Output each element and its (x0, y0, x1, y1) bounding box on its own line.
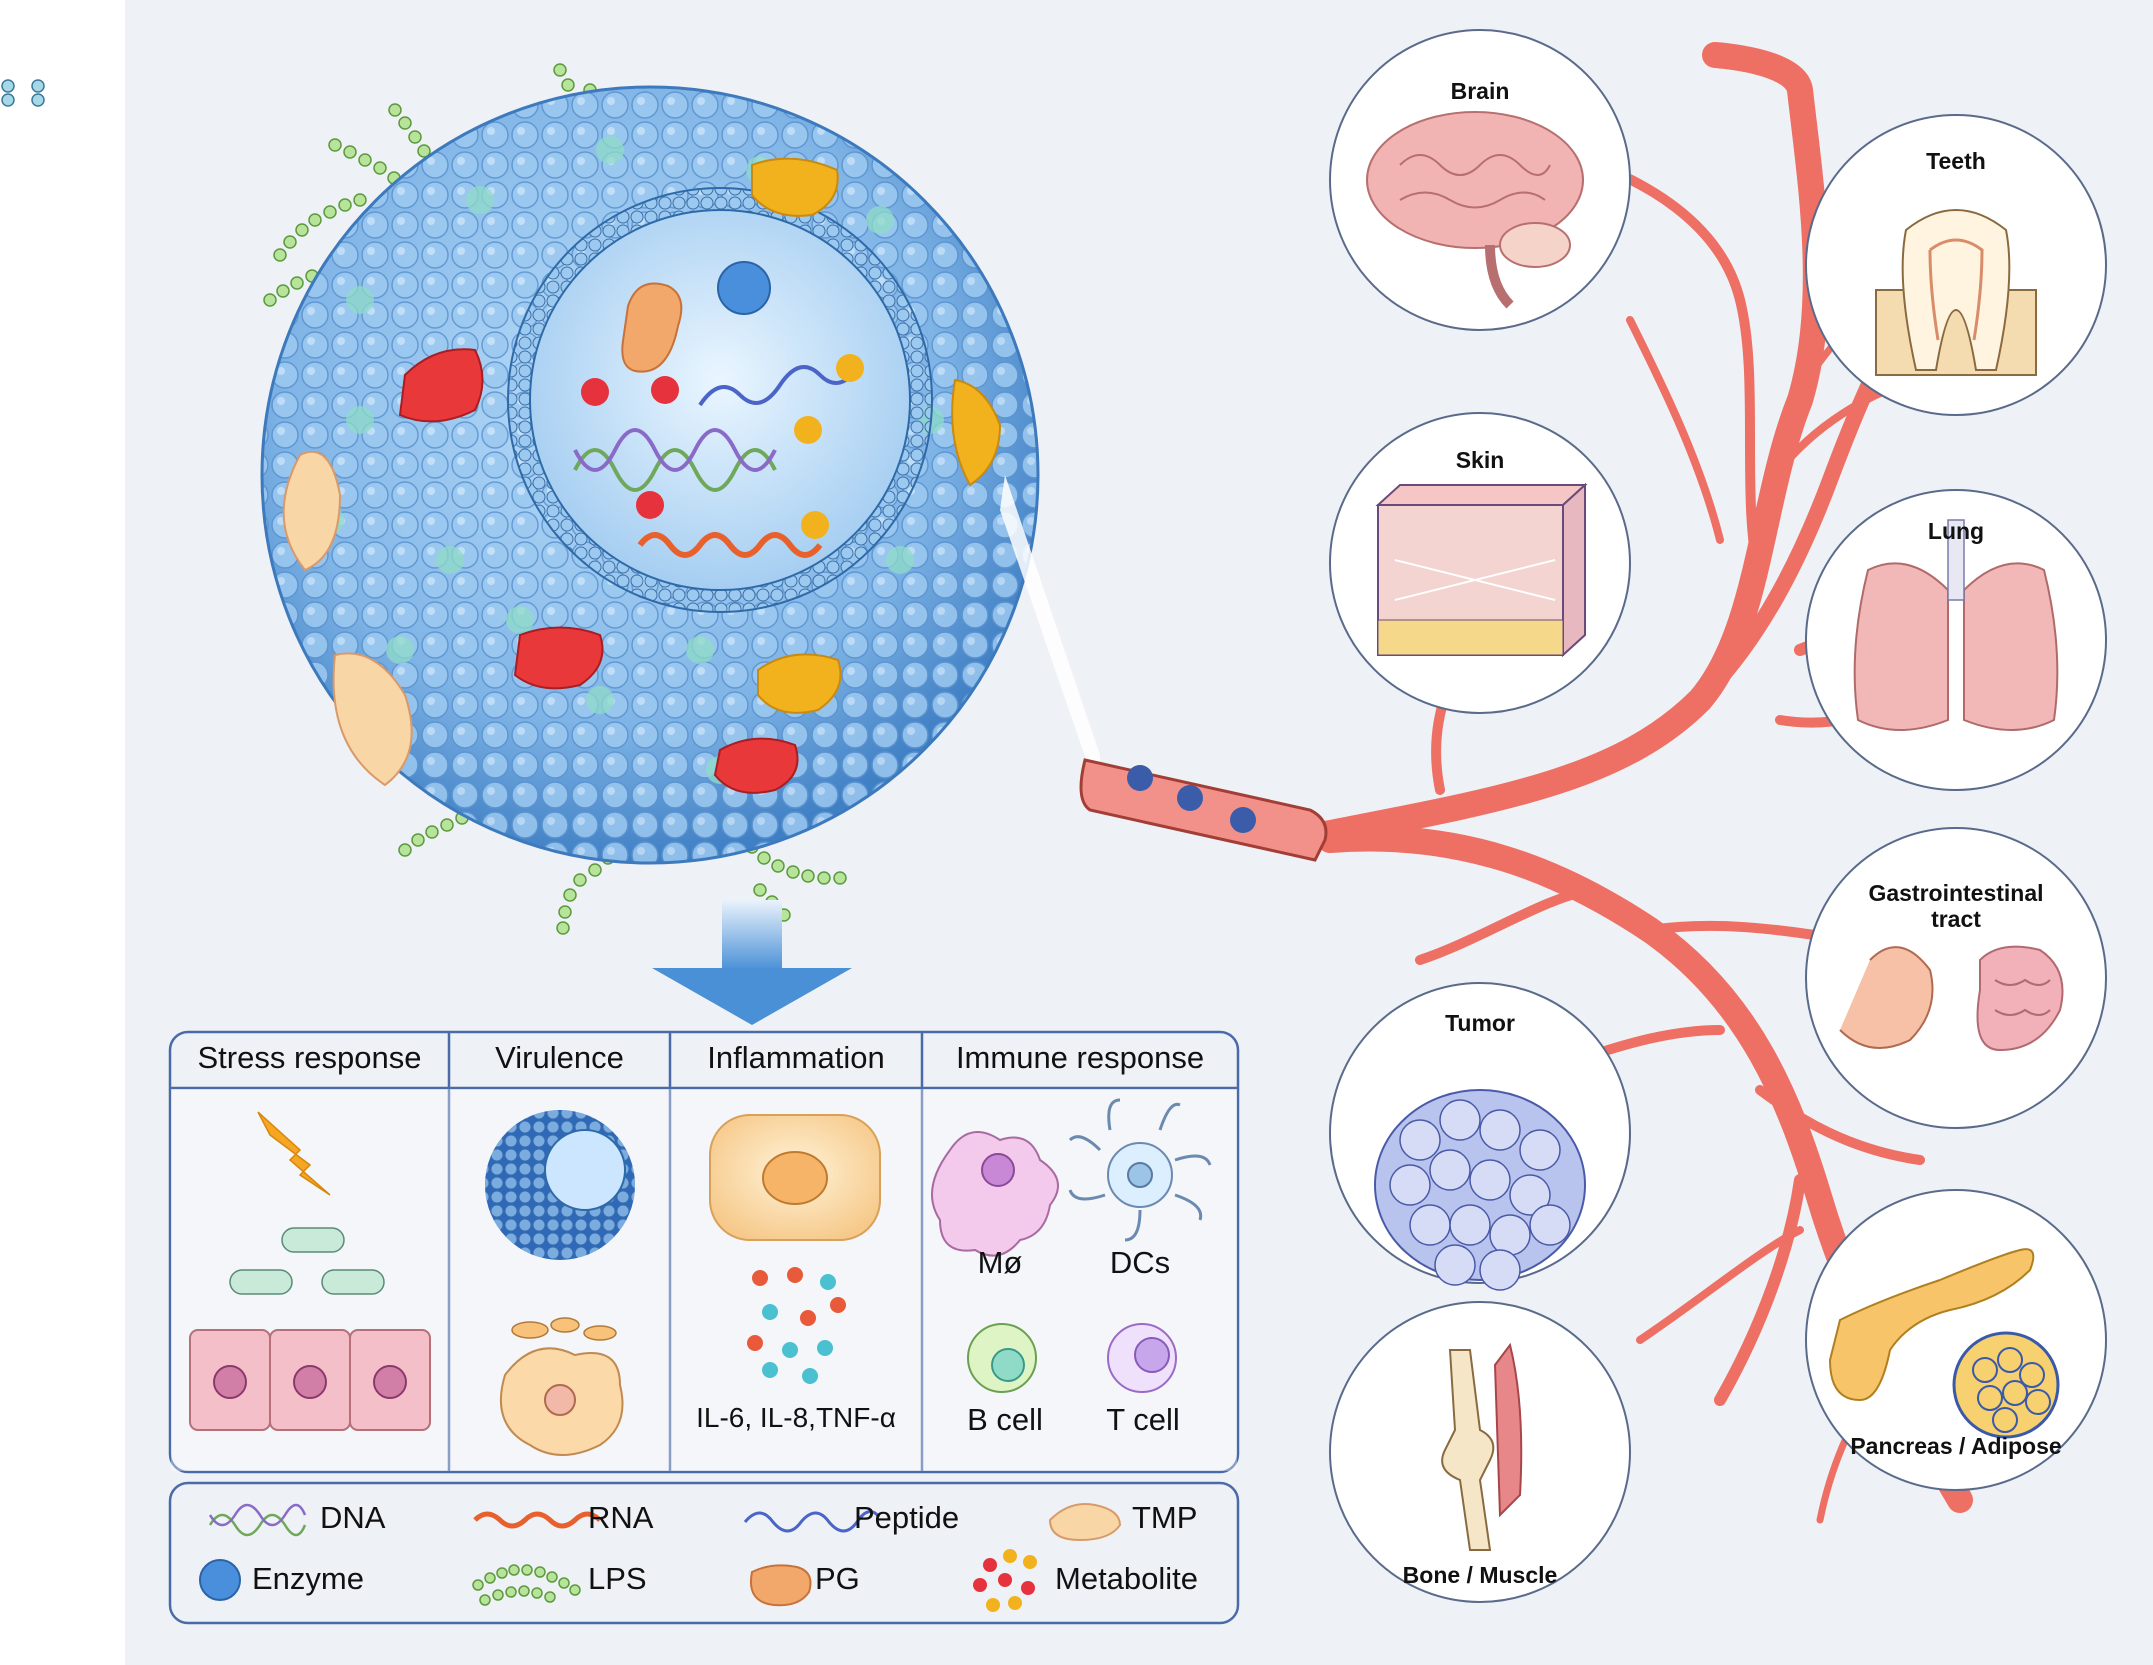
down-arrow (652, 900, 852, 1025)
stress-art (189, 1111, 431, 1431)
legend-pg-icon (750, 1564, 812, 1607)
lung-label: Lung (1927, 518, 1985, 544)
legend-tmp-label: TMP (1132, 1500, 1198, 1535)
legend-icons (199, 1503, 1122, 1612)
corner-icon (1, 79, 45, 107)
metabolites (581, 354, 864, 539)
immune-art (931, 1098, 1212, 1393)
gi-circle (1805, 827, 2107, 1129)
legend-pg-label: PG (815, 1561, 860, 1596)
legend-lps-label: LPS (588, 1561, 647, 1596)
teeth-art (1875, 209, 2037, 376)
vessel-segment (1079, 758, 1328, 862)
header-virulence: Virulence (495, 1040, 624, 1075)
legend-lps-icon (472, 1564, 581, 1606)
inflammation-art (709, 1114, 881, 1384)
legend-metabolite-label: Metabolite (1055, 1561, 1199, 1596)
peptide-shape (698, 363, 862, 407)
virulence-art (485, 1110, 635, 1456)
pancreas-adipose-label: Pancreas / Adipose (1850, 1433, 2062, 1459)
skin-label: Skin (1455, 447, 1505, 473)
zoom-cone (1000, 475, 1100, 800)
header-stress-response: Stress response (197, 1040, 422, 1075)
legend-tmp-icon (1048, 1503, 1122, 1542)
gi-label-line1: Gastrointestinal (1868, 880, 2044, 906)
skin-art (1375, 482, 1588, 658)
macrophage-label: Mø (977, 1245, 1023, 1280)
legend-enzyme-label: Enzyme (252, 1561, 364, 1596)
teeth-label: Teeth (1926, 148, 1986, 174)
lung-art (1853, 519, 2059, 731)
brain-label: Brain (1450, 78, 1510, 104)
dc-label: DCs (1109, 1245, 1171, 1280)
rna-shape (637, 532, 823, 558)
legend-dna-icon (208, 1503, 307, 1537)
t-cell-label: T cell (1106, 1402, 1180, 1437)
header-immune-response: Immune response (955, 1040, 1205, 1075)
legend-dna-label: DNA (320, 1500, 386, 1535)
gi-art (1839, 945, 2064, 1052)
b-cell-label: B cell (967, 1402, 1043, 1437)
tumor-label: Tumor (1445, 1010, 1515, 1036)
legend-metabolite-icon (973, 1549, 1037, 1612)
dna-shape (573, 428, 777, 492)
pancreas-art (1828, 1248, 2060, 1439)
enzyme-shape (717, 261, 771, 315)
gi-label-line2: tract (1931, 906, 1981, 932)
header-inflammation: Inflammation (707, 1040, 885, 1075)
tumor-art (1374, 1089, 1586, 1291)
legend-rna-label: RNA (588, 1500, 654, 1535)
dc-cell (1068, 1098, 1212, 1242)
legend-peptide-icon (743, 1510, 881, 1533)
bone-art (1441, 1342, 1523, 1551)
pg-shape (621, 282, 683, 373)
legend-peptide-label: Peptide (854, 1500, 960, 1535)
inflammation-cytokines: IL-6, IL-8,TNF-α (696, 1402, 896, 1433)
brain-art (1366, 111, 1584, 309)
table-frame (168, 1030, 1240, 1625)
vesicle-illustration (260, 63, 1040, 935)
legend-rna-icon (473, 1511, 602, 1529)
bone-muscle-label: Bone / Muscle (1402, 1562, 1558, 1588)
legend-enzyme-icon (199, 1559, 241, 1601)
